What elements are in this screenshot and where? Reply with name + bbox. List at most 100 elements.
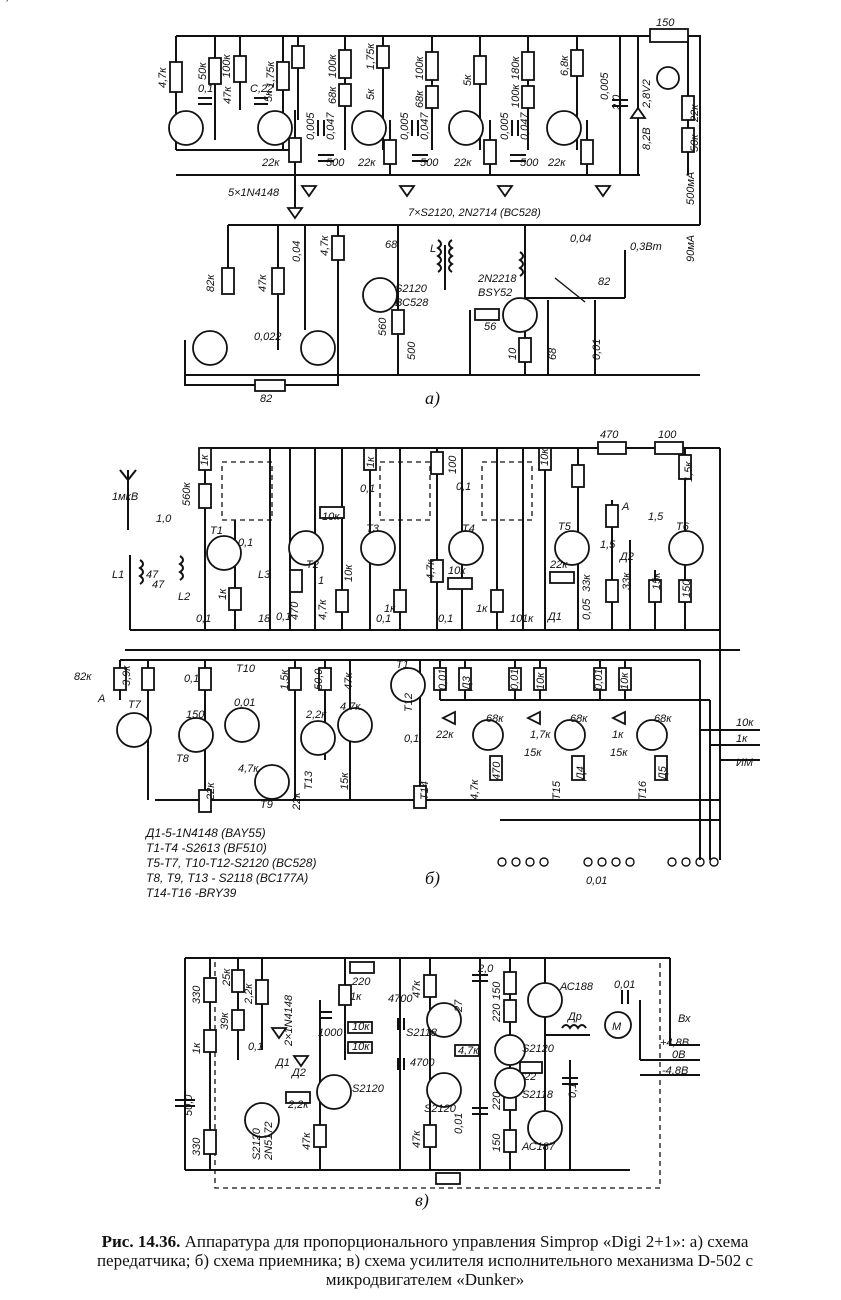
component-label: 82к — [205, 274, 217, 292]
component-label: 1,75к — [365, 43, 377, 70]
component-label: Д1 — [546, 611, 562, 623]
component-label: 8,2В — [641, 127, 653, 150]
component-label: 0,005 — [599, 72, 611, 100]
component-label: L1 — [112, 569, 124, 581]
component-label: 150 — [186, 709, 205, 721]
component-label: 0,1 — [238, 537, 253, 549]
component-label: 560к — [181, 482, 193, 506]
component-label: 33к — [581, 574, 593, 592]
component-label: -4,8В — [662, 1065, 688, 1077]
component-label: 0,047 — [519, 112, 531, 140]
component-label: 0В — [672, 1049, 685, 1061]
component-label: S2120 — [395, 283, 428, 295]
component-label: S2118 — [406, 1027, 438, 1039]
transmitter-schematic — [168, 28, 701, 392]
component-label: 150 — [681, 579, 693, 598]
component-label: 0,047 — [325, 112, 337, 140]
component-label: 560 — [377, 317, 389, 336]
component-label: 0,01 — [593, 669, 605, 690]
component-label: T13 — [303, 770, 315, 790]
component-label: 1,5к — [279, 669, 291, 690]
schematic-drawing: 4,7к50к47к100к1,75к5к68к100к1,75к5к68к10… — [0, 0, 760, 1211]
component-label: 0,3Вт — [630, 241, 662, 253]
component-label: Д1 — [274, 1057, 290, 1069]
component-label: 0,01 — [586, 875, 607, 887]
component-label: 4,7к — [157, 67, 169, 88]
component-label: 1000 — [318, 1027, 343, 1039]
component-label: 68к — [414, 90, 426, 108]
component-label: 68к — [570, 713, 588, 725]
component-label: 4700 — [410, 1057, 435, 1069]
component-label: 470 — [289, 601, 301, 620]
component-label: Д3 — [461, 675, 473, 692]
component-label: T12 — [403, 693, 415, 712]
sublabel-a: а) — [425, 388, 440, 409]
component-label: 2,0 — [477, 963, 494, 975]
component-label: 10к — [619, 672, 631, 690]
component-label: 22к — [261, 157, 280, 169]
component-label: 15к — [610, 747, 628, 759]
component-label: Др — [566, 1011, 582, 1023]
component-label: 50к — [197, 62, 209, 80]
component-label: 82 — [260, 393, 272, 405]
servo-amp-schematic — [175, 957, 700, 1189]
component-label: 0,1 — [360, 483, 375, 495]
component-label: 500 — [406, 341, 418, 360]
component-label: T2 — [306, 559, 319, 571]
component-label: T7 — [128, 699, 142, 711]
legend-line: Д1-5-1N4148 (BAY55) — [146, 826, 266, 840]
component-label: L — [430, 243, 436, 255]
caption-text: Аппаратура для пропорционального управле… — [96, 1232, 754, 1289]
component-label: 0,1 — [248, 1041, 263, 1053]
component-label: 10к — [448, 565, 466, 577]
component-label: 39к — [219, 1012, 231, 1030]
component-label: 47к — [257, 274, 269, 292]
component-label: 1,7к — [530, 729, 551, 741]
component-label: 0,005 — [399, 112, 411, 140]
legend-line: T8, T9, T13 - S2118 (ВС177A) — [146, 871, 309, 885]
component-label: 0,1 — [376, 613, 391, 625]
component-label: 10 — [510, 613, 523, 625]
component-label: 22к — [453, 157, 472, 169]
component-label: 150 — [491, 981, 503, 1000]
component-label: L3 — [258, 569, 271, 581]
component-label: 4,7к — [319, 235, 331, 256]
component-label: 1,0 — [156, 513, 172, 525]
component-label: 1к — [612, 729, 624, 741]
component-label: 0,005 — [305, 112, 317, 140]
component-label: T3 — [366, 523, 380, 535]
component-label: 100к — [327, 54, 339, 78]
component-label: 500 — [420, 157, 439, 169]
component-label: 0,01 — [453, 1113, 465, 1134]
component-label: 33к — [621, 572, 633, 590]
component-label: Д2 — [290, 1067, 306, 1079]
component-label: 22к — [205, 782, 217, 801]
component-label: 1к — [522, 613, 534, 625]
component-label: 0,1 — [404, 733, 419, 745]
component-label: 1к — [199, 454, 211, 466]
component-label: 47к — [222, 86, 234, 104]
component-label: 1 — [318, 575, 324, 587]
component-label: T15 — [551, 780, 563, 800]
component-label: 0,04 — [570, 233, 591, 245]
component-label: 0,01 — [614, 979, 635, 991]
component-label: 0,04 — [291, 241, 303, 262]
component-label: 15к — [524, 747, 542, 759]
component-label: 2,2к — [305, 709, 327, 721]
component-label: 10к — [352, 1021, 370, 1033]
component-label: BSY52 — [478, 287, 512, 299]
component-label: 220 — [491, 1003, 503, 1023]
component-label: С,22 — [250, 83, 273, 95]
component-label: 0,047 — [419, 112, 431, 140]
component-label: 1к — [350, 991, 362, 1003]
component-label: 5к — [263, 90, 275, 102]
component-label: 100к — [221, 54, 233, 78]
component-label: 1к — [365, 456, 377, 468]
component-label: S2120 — [522, 1043, 555, 1055]
legend-line: T14-T16 -BRY39 — [146, 886, 237, 900]
component-label: М — [612, 1021, 622, 1033]
component-label: 22к — [291, 792, 303, 811]
component-label: 100к — [414, 56, 426, 80]
component-label: 330 — [191, 1137, 203, 1156]
component-label: 100 — [658, 429, 677, 441]
